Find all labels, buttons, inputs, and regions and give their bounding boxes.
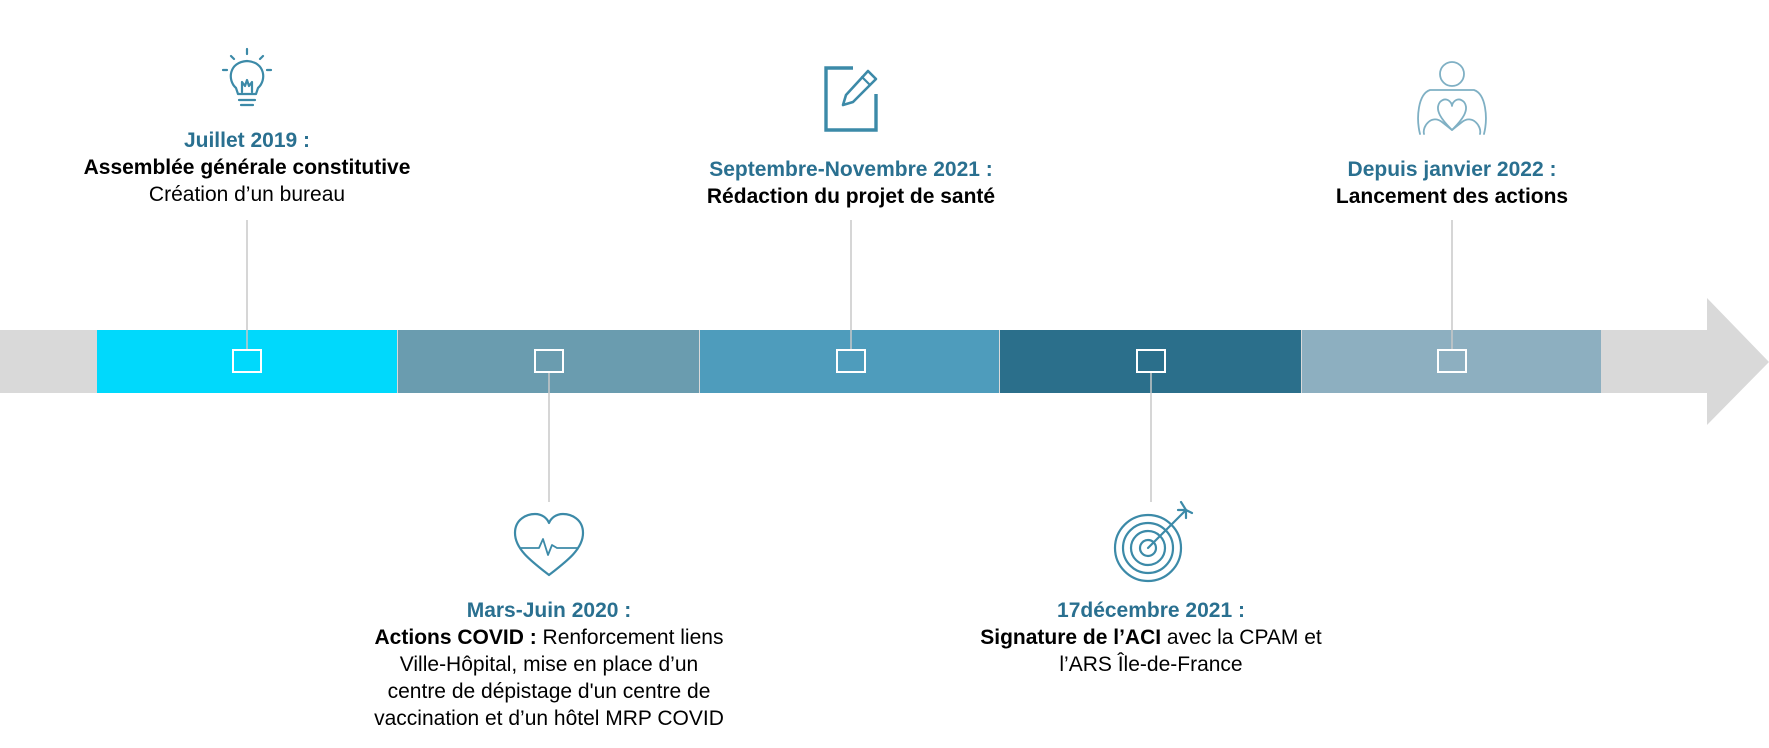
event-date: Juillet 2019 : [183,129,311,152]
timeline-marker [534,349,564,373]
event-description-line: l’ARS Île-de-France [1059,653,1243,676]
event-headline: Signature de l’ACI avec la CPAM et [931,624,1371,651]
event-title-continuation: avec la CPAM et [1161,626,1322,649]
event-date: Depuis janvier 2022 : [1347,158,1557,181]
event-date: 17décembre 2021 : [1057,599,1245,622]
event-date: Mars-Juin 2020 : [466,599,632,622]
timeline-marker [1136,349,1166,373]
event-description-line: vaccination et d’un hôtel MRP COVID [374,707,724,730]
timeline-event: Depuis janvier 2022 : Lancement des actio… [1232,156,1672,210]
timeline-event: 17décembre 2021 :Signature de l’ACI avec… [931,597,1371,678]
timeline-marker [1437,349,1467,373]
event-date: Septembre-Novembre 2021 : [709,158,993,181]
event-description-line: Création d’un bureau [148,183,346,206]
timeline-event: Septembre-Novembre 2021 : Rédaction du pr… [631,156,1071,210]
event-headline: Rédaction du projet de santé [631,183,1071,210]
timeline-marker [836,349,866,373]
timeline-marker [232,349,262,373]
event-title-continuation: Renforcement liens [536,626,724,649]
event-title: Lancement des actions [1335,185,1569,208]
event-headline: Actions COVID : Renforcement liens [329,624,769,651]
person-heart-icon [1417,61,1487,135]
heart-pulse-icon [513,512,585,577]
event-headline: Assemblée générale constitutive [27,154,467,181]
event-title: Signature de l’ACI [980,626,1162,649]
event-title: Assemblée générale constitutive [83,156,411,179]
target-icon [1113,500,1194,583]
timeline-segment [700,330,999,393]
lightbulb-icon [221,47,273,107]
edit-document-icon [824,66,878,132]
event-description-line: centre de dépistage d'un centre de [387,680,711,703]
event-headline: Lancement des actions [1232,183,1672,210]
event-title: Rédaction du projet de santé [706,185,996,208]
timeline-event: Juillet 2019 : Assemblée générale constit… [27,127,467,208]
timeline-event: Mars-Juin 2020 :Actions COVID : Renforce… [329,597,769,732]
event-description-line: Ville-Hôpital, mise en place d’un [399,653,699,676]
event-title: Actions COVID : [374,626,537,649]
